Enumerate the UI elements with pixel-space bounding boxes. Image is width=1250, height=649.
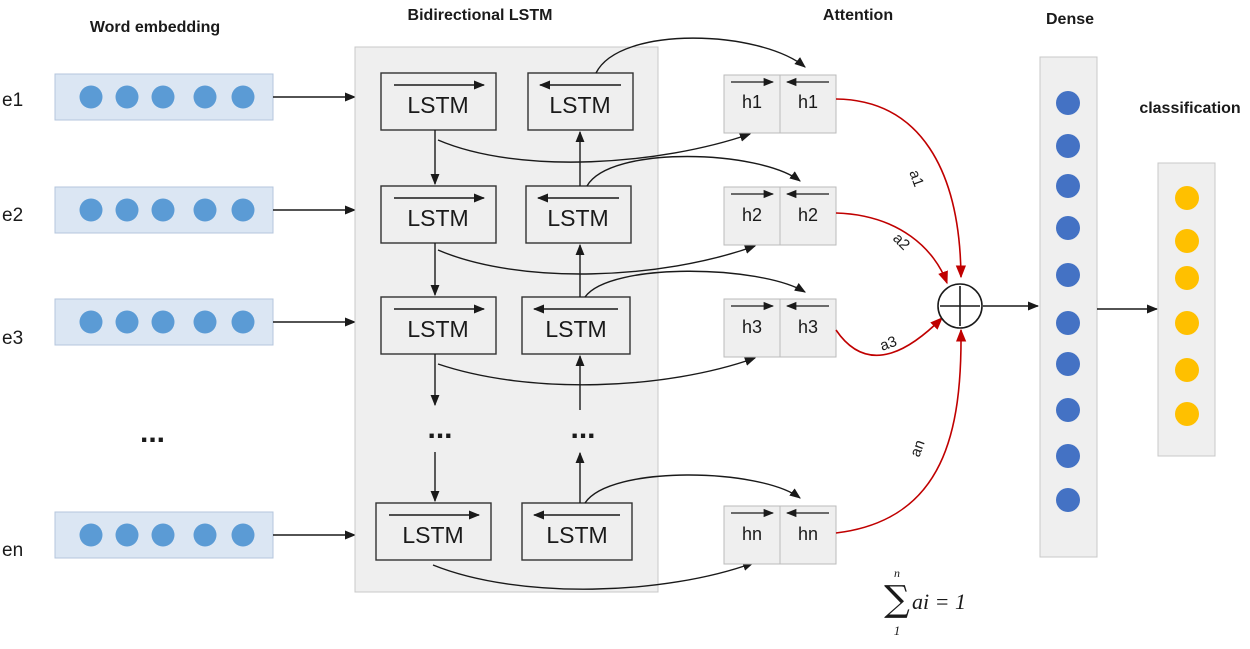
- formula-lower: 1: [894, 623, 901, 638]
- attention-weight-an: an: [907, 438, 929, 459]
- embedding-row-en: [54, 511, 274, 559]
- lstm-backward-1: LSTM: [527, 72, 634, 131]
- lstm-backward-2: LSTM: [525, 185, 632, 244]
- header-dense: Dense: [1046, 11, 1094, 28]
- hidden-backward-n: hn: [798, 524, 818, 544]
- lstm-forward-3-label: LSTM: [407, 316, 468, 342]
- embedding-row-e2: [54, 186, 274, 234]
- lstm-forward-n: LSTM: [375, 502, 492, 561]
- hidden-state-2: h2 h2: [723, 186, 837, 246]
- input-label-e2: e2: [2, 205, 23, 226]
- hidden-forward-2: h2: [742, 205, 762, 225]
- header-attention: Attention: [823, 7, 893, 24]
- hidden-backward-1: h1: [798, 92, 818, 112]
- hidden-forward-n: hn: [742, 524, 762, 544]
- attention-weight-a3: a3: [878, 333, 899, 355]
- header-word-embedding: Word embedding: [90, 19, 220, 36]
- lstm-backward-3: LSTM: [521, 296, 631, 355]
- header-classification: classification: [1139, 100, 1240, 117]
- lstm-forward-2-label: LSTM: [407, 205, 468, 231]
- formula-sum-symbol: ∑: [884, 579, 910, 620]
- hidden-state-n: hn hn: [723, 505, 837, 565]
- hidden-backward-3: h3: [798, 317, 818, 337]
- hidden-state-1: h1 h1: [723, 74, 837, 134]
- lstm-backward-n: LSTM: [521, 502, 633, 561]
- input-label-en: en: [2, 540, 23, 561]
- formula-upper: n: [894, 566, 900, 580]
- recurrent-arrows: [430, 130, 585, 503]
- hidden-backward-2: h2: [798, 205, 818, 225]
- lstm-backward-1-label: LSTM: [549, 92, 610, 118]
- embedding-row-e1: [54, 73, 274, 121]
- formula-body: ai = 1: [912, 589, 966, 614]
- embedding-row-e3: [54, 298, 274, 346]
- header-bidirectional-lstm: Bidirectional LSTM: [408, 7, 553, 24]
- backward-ellipsis: ...: [570, 412, 595, 445]
- lstm-backward-n-label: LSTM: [546, 522, 607, 548]
- normalization-formula: n ∑ 1 ai = 1: [884, 566, 966, 638]
- lstm-forward-3: LSTM: [380, 296, 497, 355]
- embedding-arrows: [273, 92, 357, 540]
- lstm-forward-1: LSTM: [380, 72, 497, 131]
- lstm-forward-2: LSTM: [380, 185, 497, 244]
- input-label-e3: e3: [2, 328, 23, 349]
- sum-node: [937, 283, 983, 329]
- attention-weight-a2: a2: [889, 230, 913, 254]
- lstm-forward-1-label: LSTM: [407, 92, 468, 118]
- hidden-forward-1: h1: [742, 92, 762, 112]
- attention-arrows: [835, 98, 967, 534]
- lstm-forward-n-label: LSTM: [402, 522, 463, 548]
- lstm-backward-2-label: LSTM: [547, 205, 608, 231]
- attention-weight-a1: a1: [905, 168, 927, 189]
- hidden-forward-3: h3: [742, 317, 762, 337]
- forward-ellipsis: ...: [427, 412, 452, 445]
- hidden-connectors: [432, 37, 806, 590]
- classification-layer: [1157, 162, 1216, 457]
- hidden-state-3: h3 h3: [723, 298, 837, 358]
- dense-layer: [1039, 56, 1098, 558]
- input-ellipsis: ...: [140, 416, 165, 449]
- lstm-backward-3-label: LSTM: [545, 316, 606, 342]
- input-label-e1: e1: [2, 90, 23, 111]
